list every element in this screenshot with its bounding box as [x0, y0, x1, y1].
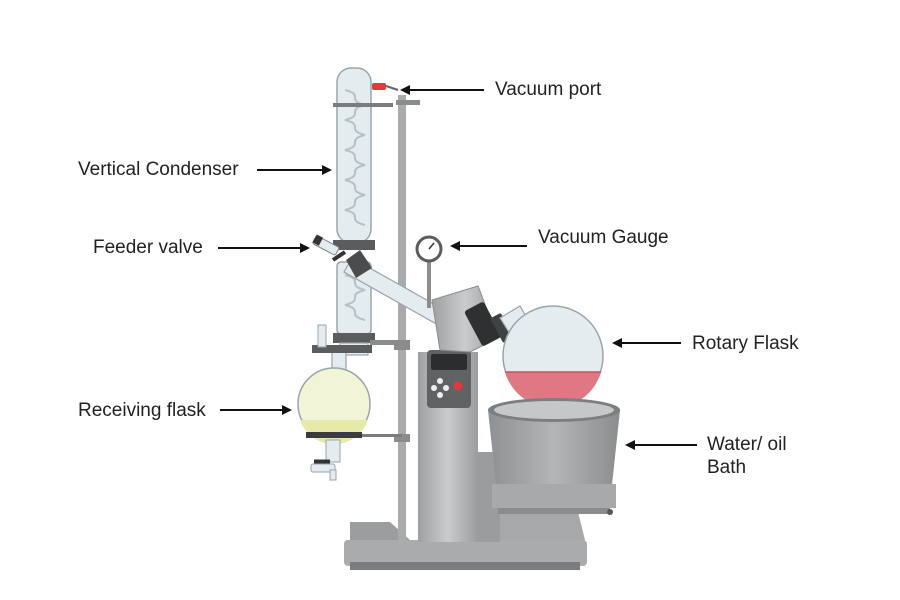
- vacuum-gauge: [415, 235, 443, 308]
- receiving-flask: [297, 324, 402, 481]
- label-vertical-condenser: Vertical Condenser: [78, 159, 239, 180]
- control-panel: [427, 350, 471, 408]
- vertical-condenser: [333, 67, 399, 356]
- feeder-valve: [312, 234, 347, 262]
- label-receiving-flask: Receiving flask: [78, 400, 206, 421]
- water-oil-bath: [488, 398, 620, 515]
- label-vacuum-gauge: Vacuum Gauge: [538, 227, 669, 248]
- label-rotary-flask: Rotary Flask: [692, 333, 799, 354]
- support-rod: [394, 95, 420, 540]
- label-feeder-valve: Feeder valve: [93, 237, 203, 258]
- label-vacuum-port: Vacuum port: [495, 79, 602, 100]
- label-water-oil-bath-line1: Water/ oil: [707, 434, 787, 455]
- label-water-oil-bath-line2: Bath: [707, 457, 747, 478]
- rotary-flask: [499, 305, 604, 408]
- annotation-arrows: [218, 85, 697, 450]
